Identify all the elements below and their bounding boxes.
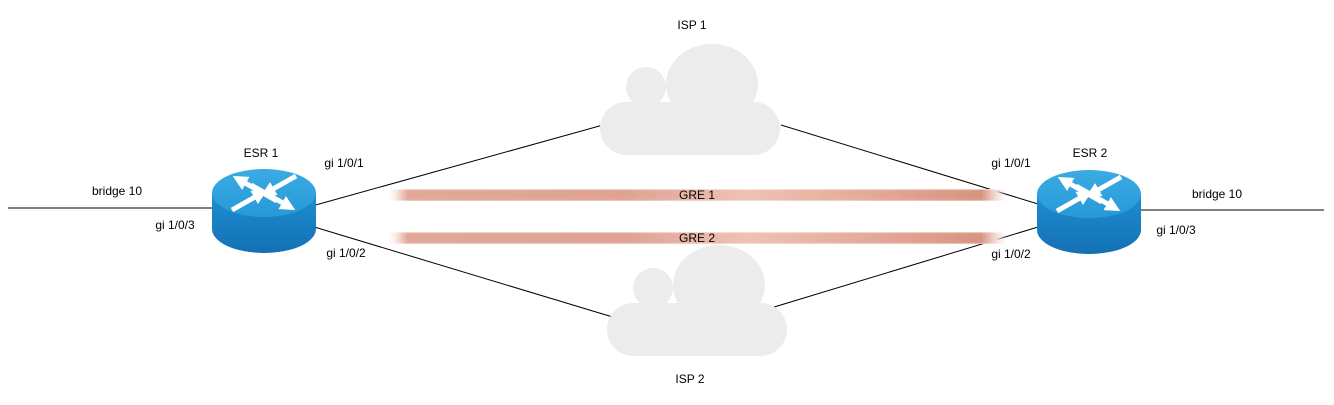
isp1-label: ISP 1 bbox=[677, 18, 707, 32]
esr1-bridge-label: bridge 10 bbox=[91, 184, 143, 198]
esr2-label: ESR 2 bbox=[1072, 146, 1108, 160]
gre1-label: GRE 1 bbox=[678, 188, 716, 202]
esr1-gi101-label: gi 1/0/1 bbox=[324, 156, 364, 170]
gre2-tunnel-pipe bbox=[388, 232, 1006, 244]
gre2-label: GRE 2 bbox=[678, 231, 716, 245]
esr1-gi103-label: gi 1/0/3 bbox=[155, 218, 195, 232]
esr2-gi103-label: gi 1/0/3 bbox=[1156, 223, 1196, 237]
esr2-bridge-label: bridge 10 bbox=[1191, 187, 1243, 201]
esr2-gi101-label: gi 1/0/1 bbox=[991, 156, 1031, 170]
esr1-gi102-label: gi 1/0/2 bbox=[326, 246, 366, 260]
cloud-icon-isp2 bbox=[607, 245, 787, 356]
link-esr1-isp1 bbox=[311, 124, 604, 207]
isp2-label: ISP 2 bbox=[675, 372, 705, 386]
cloud-icon-isp1 bbox=[600, 44, 780, 155]
esr2-gi102-label: gi 1/0/2 bbox=[991, 247, 1031, 261]
link-esr1-isp2 bbox=[310, 225, 617, 319]
gre1-tunnel-pipe bbox=[388, 189, 1006, 201]
router-icon-esr2 bbox=[1037, 170, 1141, 254]
router-icon-esr1 bbox=[212, 169, 316, 253]
esr1-label: ESR 1 bbox=[243, 146, 279, 160]
